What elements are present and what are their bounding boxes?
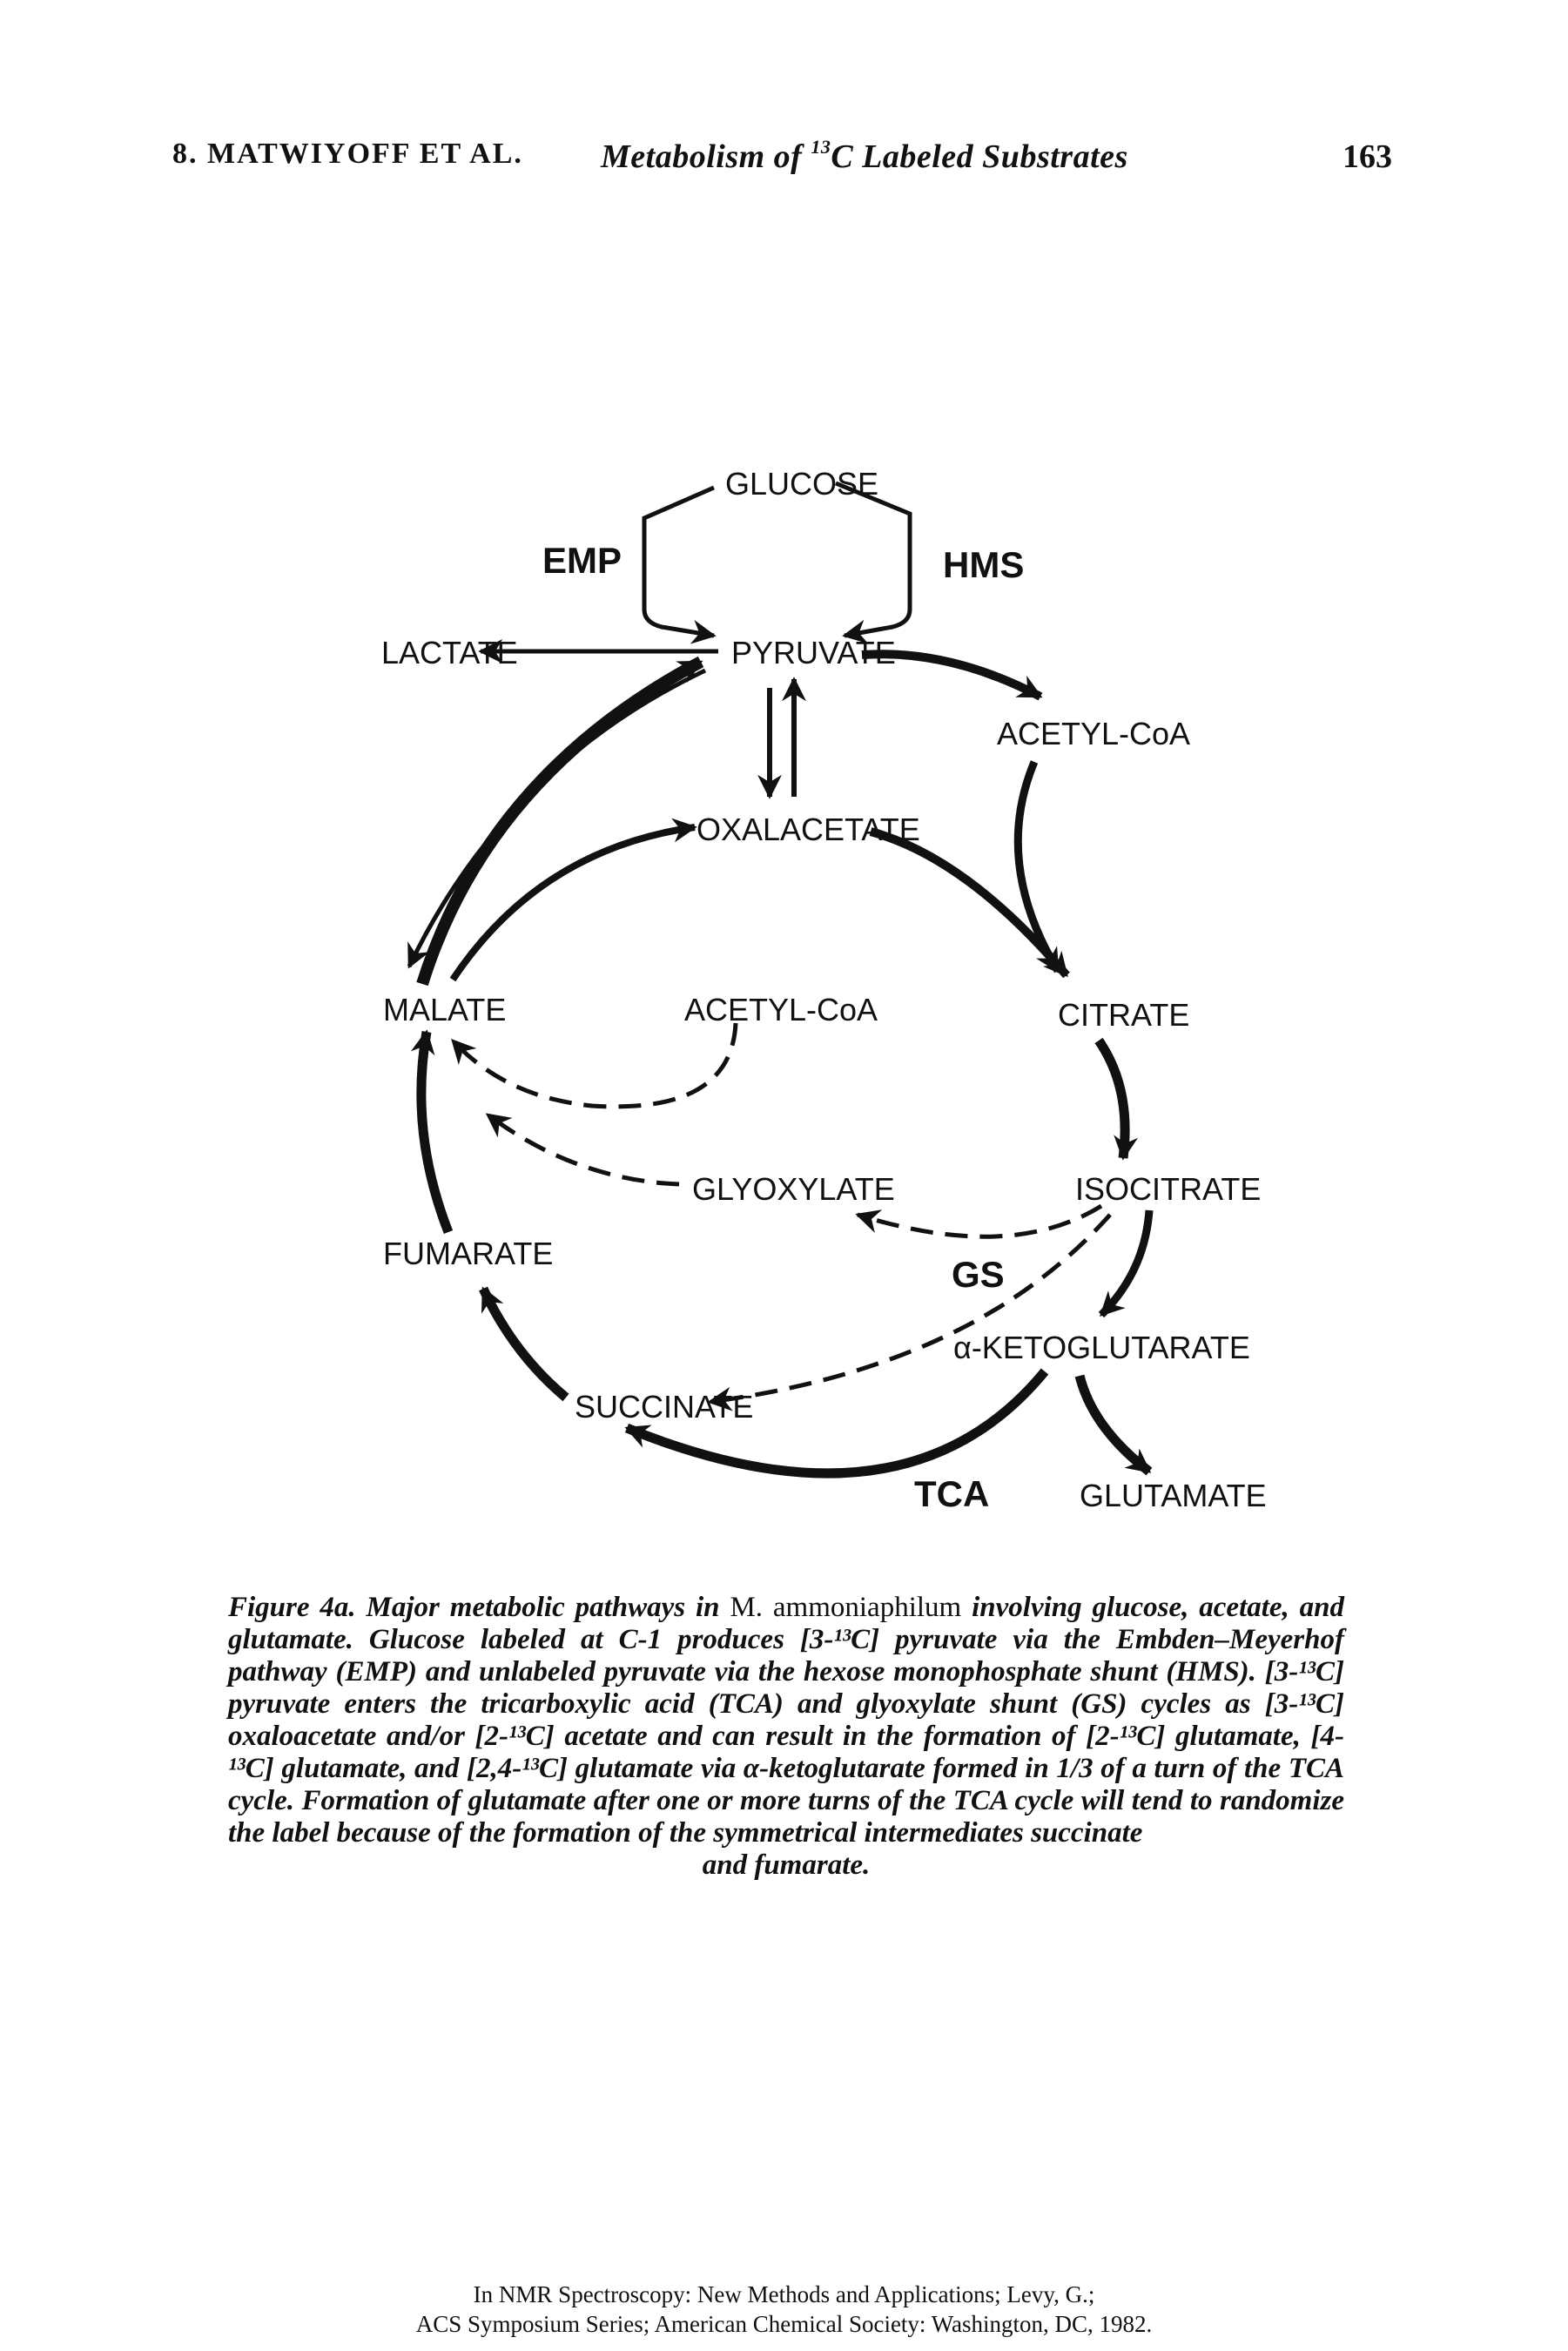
node-lactate: LACTATE xyxy=(381,635,518,670)
node-glutamate: GLUTAMATE xyxy=(1080,1478,1267,1513)
fumarate-to-malate-arrow xyxy=(410,1029,454,1235)
node-fumarate: FUMARATE xyxy=(383,1236,553,1271)
acetylcoa-to-malate-dashed-arrow xyxy=(451,1022,738,1109)
emp-arrow xyxy=(642,485,717,644)
node-acetyl-coa-mid: ACETYL-CoA xyxy=(684,992,878,1027)
figure-label: Figure 4a. xyxy=(228,1592,356,1623)
node-isocitrate: ISOCITRATE xyxy=(1075,1171,1261,1207)
malate-to-oxalacetate-arrow xyxy=(449,818,697,982)
isocitrate-to-ketoglutarate-arrow xyxy=(1098,1209,1154,1318)
node-succinate: SUCCINATE xyxy=(575,1389,753,1425)
caption-text-2: involving glucose, acetate, and glutamat… xyxy=(228,1592,1345,1849)
label-tca: TCA xyxy=(914,1473,989,1514)
caption-text-last: and fumarate. xyxy=(702,1849,871,1881)
label-hms: HMS xyxy=(943,544,1024,585)
citrate-to-isocitrate-arrow xyxy=(1094,1037,1139,1161)
hms-arrow xyxy=(835,481,912,644)
node-acetyl-coa-top: ACETYL-CoA xyxy=(997,716,1190,751)
running-title: Metabolism of 13C Labeled Substrates xyxy=(601,136,1128,176)
footer-citation-line2: ACS Symposium Series; American Chemical … xyxy=(415,2311,1153,2337)
oxalacetate-to-citrate-arrow xyxy=(869,827,1070,979)
ketoglutarate-to-succinate-tca-arrow xyxy=(624,1368,1049,1479)
figure-caption: Figure 4a. Major metabolic pathways in M… xyxy=(228,1592,1344,1882)
running-title-sup: 13 xyxy=(811,136,831,158)
pyruvate-to-malate-arrow xyxy=(407,668,707,969)
page-number: 163 xyxy=(1343,138,1392,175)
running-title-pre: Metabolism of xyxy=(601,138,811,175)
node-glucose: GLUCOSE xyxy=(725,466,878,502)
isocitrate-to-succinate-dashed-arrow xyxy=(707,1213,1112,1411)
running-title-post: C Labeled Substrates xyxy=(831,138,1128,175)
organism-name: M. ammoniaphilum xyxy=(730,1592,962,1623)
caption-text-1: Major metabolic pathways in xyxy=(366,1592,720,1623)
node-pyruvate: PYRUVATE xyxy=(731,635,896,670)
footer-citation-line1: In NMR Spectroscopy: New Methods and App… xyxy=(473,2281,1095,2307)
node-citrate: CITRATE xyxy=(1058,997,1189,1033)
pyruvate-to-acetylcoa-arrow xyxy=(861,650,1043,701)
succinate-to-fumarate-arrow xyxy=(479,1286,569,1402)
node-malate: MALATE xyxy=(383,992,506,1027)
label-gs: GS xyxy=(952,1254,1005,1295)
isocitrate-to-glyoxylate-dashed-arrow xyxy=(855,1203,1103,1239)
node-alpha-ketoglutarate: α-KETOGLUTARATE xyxy=(953,1330,1250,1365)
ketoglutarate-to-glutamate-arrow xyxy=(1074,1374,1153,1476)
glyoxylate-to-malate-dashed-arrow xyxy=(485,1112,680,1187)
node-oxalacetate: OXALACETATE xyxy=(697,812,920,847)
acetylcoa-to-citrate-arrow xyxy=(1013,760,1061,973)
node-glyoxylate: GLYOXYLATE xyxy=(692,1171,895,1207)
malate-to-pyruvate-arrow xyxy=(416,656,704,987)
chapter-header: 8. MATWIYOFF ET AL. xyxy=(172,138,523,170)
label-emp: EMP xyxy=(542,540,622,581)
